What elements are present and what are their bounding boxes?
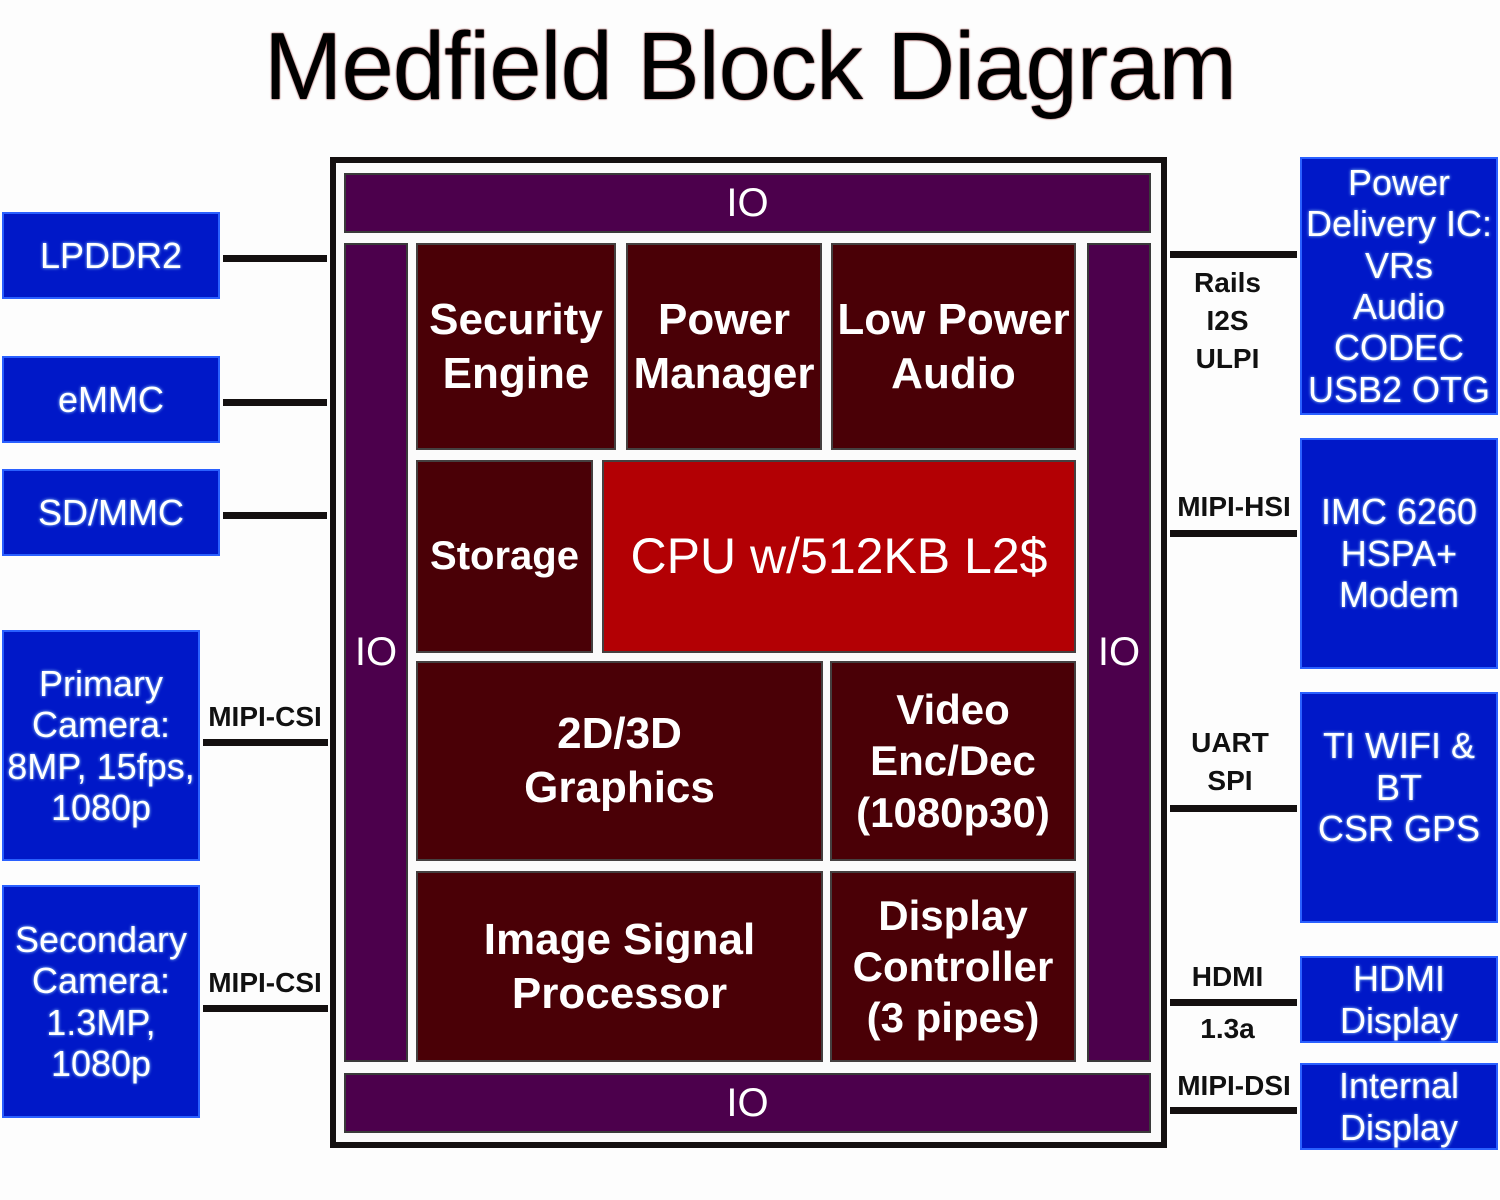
bus-label-internal-display: MIPI-DSI: [1177, 1070, 1291, 1101]
wire-internal-display: [1170, 1107, 1297, 1114]
block-low-power-audio: Low Power Audio: [831, 243, 1076, 450]
bus-sublabel-hdmi-version: 1.3a: [1200, 1013, 1255, 1044]
wire-modem: [1170, 530, 1297, 537]
block-storage: Storage: [416, 460, 593, 653]
block-power-manager: Power Manager: [626, 243, 822, 450]
bus-label-power-delivery: Rails I2S ULPI: [1194, 267, 1261, 374]
peripheral-primary-camera: Primary Camera: 8MP, 15fps, 1080p: [2, 630, 200, 861]
peripheral-internal-display: Internal Display: [1300, 1063, 1498, 1150]
peripheral-sd-mmc: SD/MMC: [2, 469, 220, 556]
peripheral-wifi-bt-gps: TI WIFI & BT CSR GPS: [1300, 692, 1498, 923]
block-display-controller: Display Controller (3 pipes): [830, 871, 1076, 1062]
block-video-codec: Video Enc/Dec (1080p30): [830, 661, 1076, 861]
wire-emmc: [223, 399, 327, 406]
io-top: IO: [344, 173, 1151, 233]
block-security-engine: Security Engine: [416, 243, 616, 450]
block-cpu: CPU w/512KB L2$: [602, 460, 1076, 653]
block-image-signal-processor: Image Signal Processor: [416, 871, 823, 1062]
wire-power-delivery: [1170, 251, 1297, 258]
wire-primary-camera: [203, 739, 328, 746]
io-bottom: IO: [344, 1073, 1151, 1133]
io-right: IO: [1087, 243, 1151, 1062]
diagram-title: Medfield Block Diagram: [264, 13, 1237, 120]
peripheral-lpddr2: LPDDR2: [2, 212, 220, 299]
bus-label-primary-camera: MIPI-CSI: [208, 701, 322, 732]
peripheral-power-delivery-ic: Power Delivery IC: VRs Audio CODEC USB2 …: [1300, 157, 1498, 415]
wire-lpddr2: [223, 255, 327, 262]
wire-wifi-bt-gps: [1170, 805, 1297, 812]
wire-sd-mmc: [223, 512, 327, 519]
bus-label-secondary-camera: MIPI-CSI: [208, 967, 322, 998]
bus-label-hdmi: HDMI: [1191, 961, 1264, 992]
peripheral-emmc: eMMC: [2, 356, 220, 443]
bus-label-modem: MIPI-HSI: [1177, 491, 1291, 522]
block-graphics: 2D/3D Graphics: [416, 661, 823, 861]
io-left: IO: [344, 243, 408, 1062]
wire-secondary-camera: [203, 1005, 328, 1012]
peripheral-secondary-camera: Secondary Camera: 1.3MP, 1080p: [2, 885, 200, 1118]
peripheral-hdmi-display: HDMI Display: [1300, 956, 1498, 1043]
bus-label-wifi-bt-gps: UART SPI: [1191, 727, 1269, 796]
peripheral-modem: IMC 6260 HSPA+ Modem: [1300, 438, 1498, 669]
wire-hdmi: [1170, 999, 1297, 1006]
